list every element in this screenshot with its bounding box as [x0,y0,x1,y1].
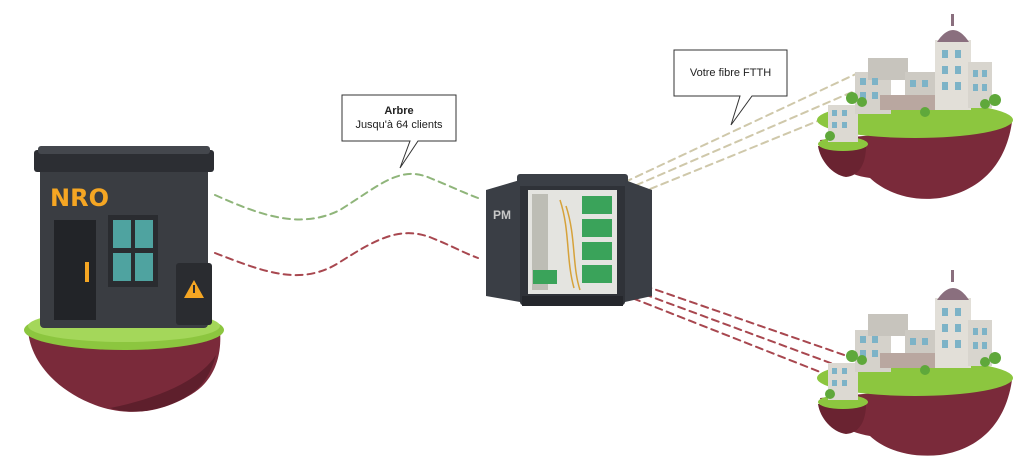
nro-door [54,220,96,320]
building [868,58,908,80]
nro-door-handle [85,262,89,282]
island-soil [820,122,1012,199]
splitter-module [582,219,612,237]
callout-ftth-label: Votre fibre FTTH [689,67,772,79]
city-island-top [817,14,1013,199]
island-soil [820,380,1012,456]
building [935,40,971,110]
pm-cabinet-rail [532,194,548,290]
drop-line-red-3 [621,293,839,380]
drop-line-green-1 [624,72,859,183]
callout-ftth-box [673,49,788,126]
building-dome [937,288,969,300]
building-spire [951,270,954,282]
island-soil-small [818,146,866,177]
callout-tree-title: Arbre [384,105,414,117]
building-spire [951,14,954,26]
nro-building: NRO [24,146,224,412]
callout-tree [341,94,457,169]
pm-label: PM [493,208,511,222]
pm-cabinet-modules [533,196,612,284]
callout-ftth [673,49,788,126]
nro-roof [34,150,214,172]
nro-island-soil-shade [110,355,216,412]
building-windows [832,50,987,128]
building [880,95,935,110]
callout-tree-text: Arbre Jusqu'à 64 clients [342,104,456,132]
nro-label: NRO [50,184,109,212]
building-windows [832,308,987,386]
island-soil-small [818,404,866,434]
pm-cabinet: PM [486,174,652,306]
splitter-module [582,242,612,260]
building [868,314,908,336]
feeder-line-red [214,232,479,276]
feeder-line-green [214,173,479,221]
building [935,298,971,368]
building [880,353,935,368]
callout-tree-subtitle: Jusqu'à 64 clients [355,119,443,131]
splitter-module [582,196,612,214]
pm-cabinet-top [517,174,628,186]
callout-tree-box [341,94,457,169]
connection-lines [214,72,873,380]
building-dome [937,30,969,42]
warning-icon-mark [193,285,195,293]
trees [825,350,1001,399]
drop-line-red-1 [621,277,851,358]
pm-right-door [625,180,652,302]
splitter-module [533,270,557,284]
pm-cable [565,205,581,291]
drop-line-green-2 [624,85,867,191]
pm-left-door [486,180,520,302]
nro-roof-top [38,146,210,154]
callout-ftth-text: Votre fibre FTTH [674,66,787,80]
pm-cable [559,199,575,289]
splitter-module [582,265,612,283]
nro-window-pane-1 [113,220,131,248]
nro-window-pane-3 [113,253,131,281]
city-island-bottom [817,270,1013,456]
pm-cabinet-base [522,296,623,306]
trees [825,92,1001,141]
nro-window-pane-4 [135,253,153,281]
nro-window-pane-2 [135,220,153,248]
drop-line-red-2 [621,285,845,369]
